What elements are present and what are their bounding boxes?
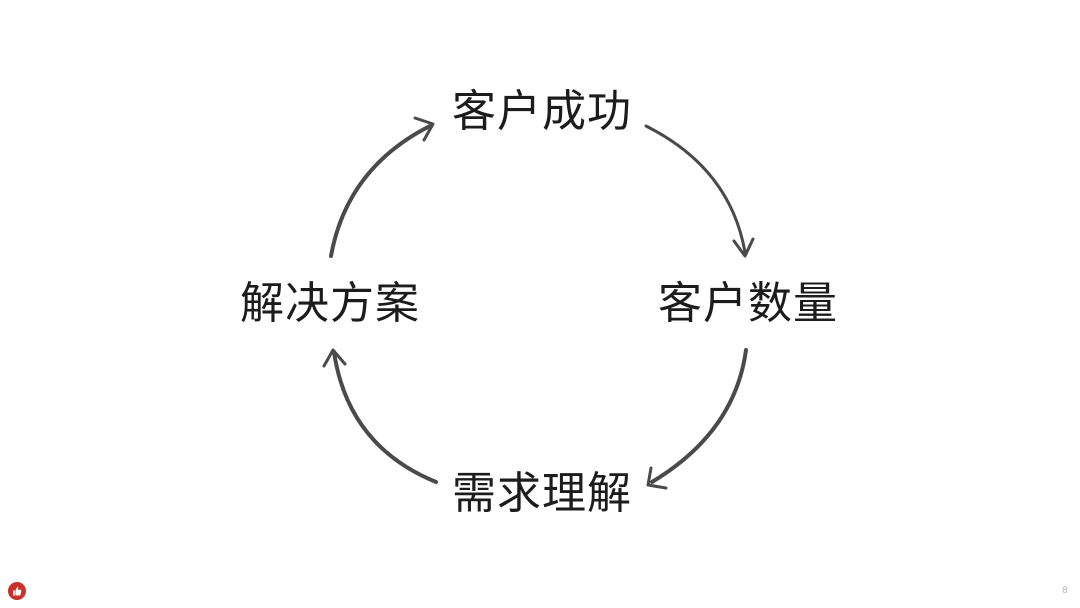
arrow-right-to-bottom (646, 348, 748, 490)
arrow-bottom-to-left (322, 348, 438, 484)
node-customer-count: 客户数量 (658, 278, 838, 329)
node-requirement-understanding: 需求理解 (452, 468, 632, 519)
arrow-top-to-right (644, 124, 755, 258)
node-customer-success: 客户成功 (452, 86, 632, 137)
node-solution: 解决方案 (240, 278, 420, 329)
slide-number: 8 (1062, 586, 1068, 596)
thumbs-up-icon[interactable] (8, 582, 26, 600)
arrow-left-to-top (329, 116, 435, 258)
